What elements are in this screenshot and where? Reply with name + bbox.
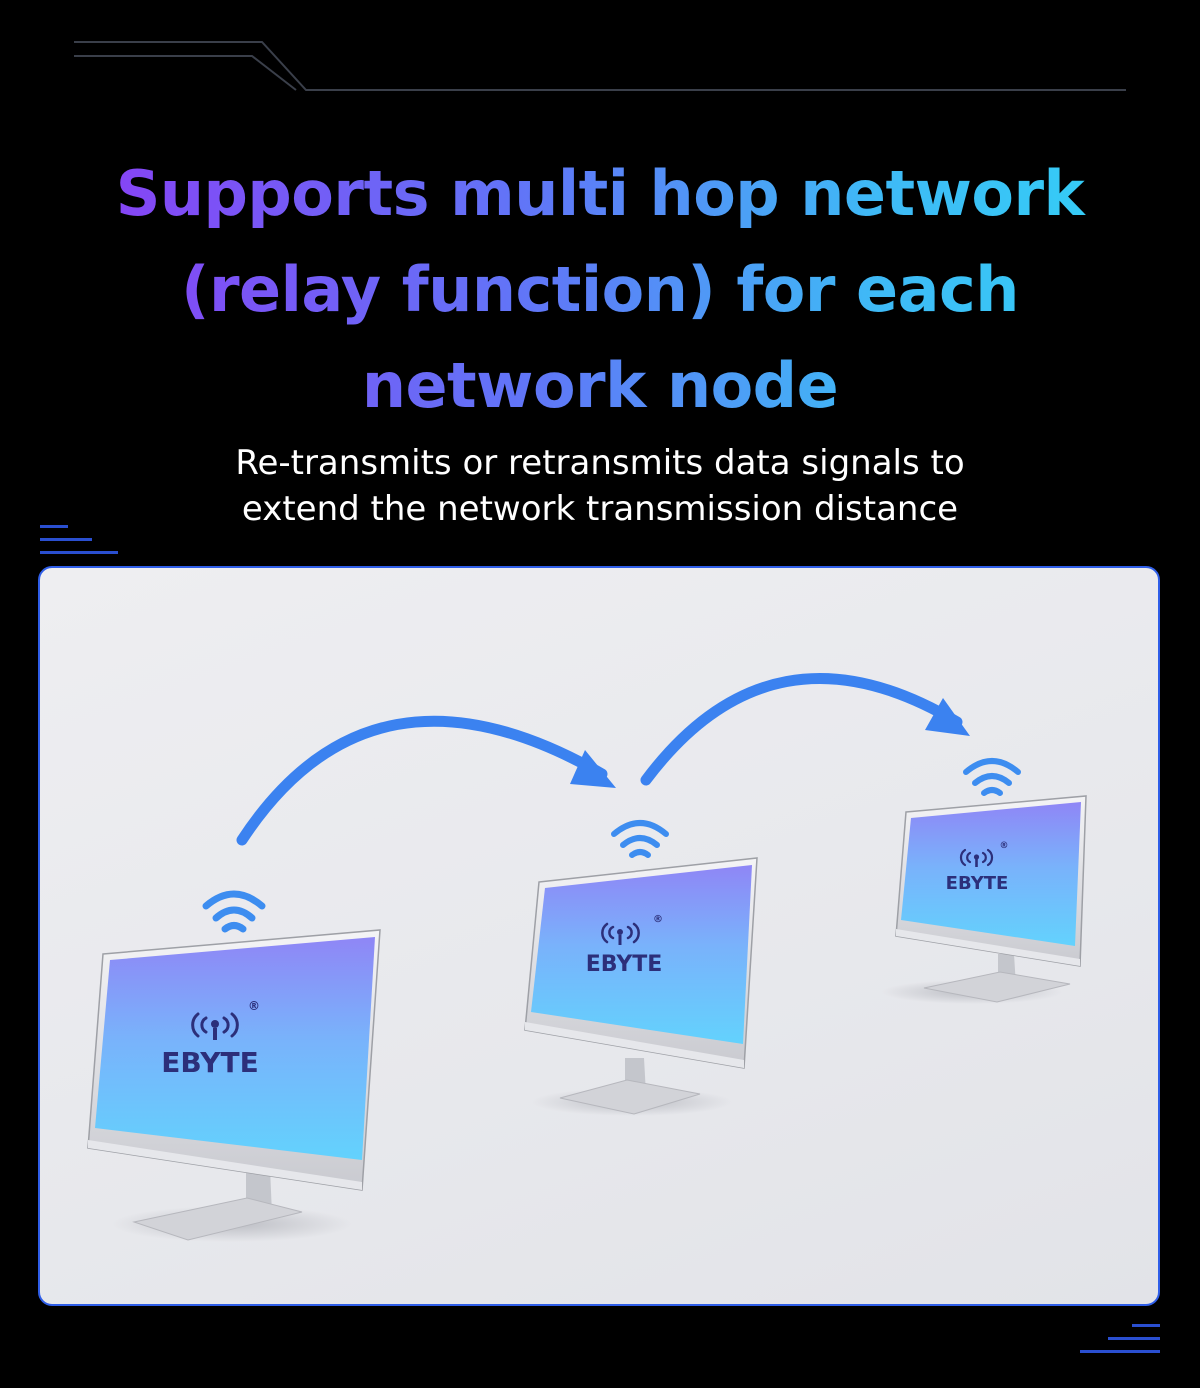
- ebyte-logo-3: EBYTE ®: [946, 841, 1009, 894]
- right-dash-marks: [1080, 1324, 1160, 1353]
- brand-label-2: EBYTE: [586, 952, 663, 977]
- relay-arrow-2: [640, 672, 970, 786]
- monitor-node-1: EBYTE ®: [87, 890, 381, 1242]
- registered-mark-3: ®: [1000, 841, 1009, 851]
- network-illustration-panel: EBYTE ®: [38, 566, 1160, 1306]
- monitor-node-2: EBYTE ®: [524, 820, 758, 1116]
- wifi-icon: [202, 890, 266, 933]
- wifi-icon: [963, 758, 1021, 796]
- registered-mark-2: ®: [653, 914, 663, 925]
- page-subtitle: Re-transmits or retransmits data signals…: [100, 440, 1100, 532]
- ebyte-logo-2: EBYTE ®: [586, 914, 663, 977]
- brand-label-1: EBYTE: [161, 1046, 258, 1079]
- left-dash-marks: [40, 525, 118, 554]
- title-line-2: (relay function) for each: [181, 253, 1019, 326]
- multi-hop-network-illustration: EBYTE ®: [87, 672, 1087, 1242]
- relay-arrow-1: [236, 715, 616, 846]
- wifi-icon: [611, 820, 669, 858]
- ebyte-logo-1: EBYTE ®: [161, 999, 260, 1079]
- monitor-node-3: EBYTE ®: [882, 758, 1087, 1004]
- registered-mark-1: ®: [248, 999, 260, 1013]
- brand-label-3: EBYTE: [946, 873, 1009, 894]
- title-line-3: network node: [361, 349, 839, 422]
- title-line-1: Supports multi hop network: [115, 157, 1085, 230]
- page-title: Supports multi hop network (relay functi…: [60, 146, 1140, 434]
- subtitle-line-2: extend the network transmission distance: [241, 489, 959, 529]
- subtitle-line-1: Re-transmits or retransmits data signals…: [235, 443, 965, 483]
- top-circuit-lines: [74, 41, 1126, 91]
